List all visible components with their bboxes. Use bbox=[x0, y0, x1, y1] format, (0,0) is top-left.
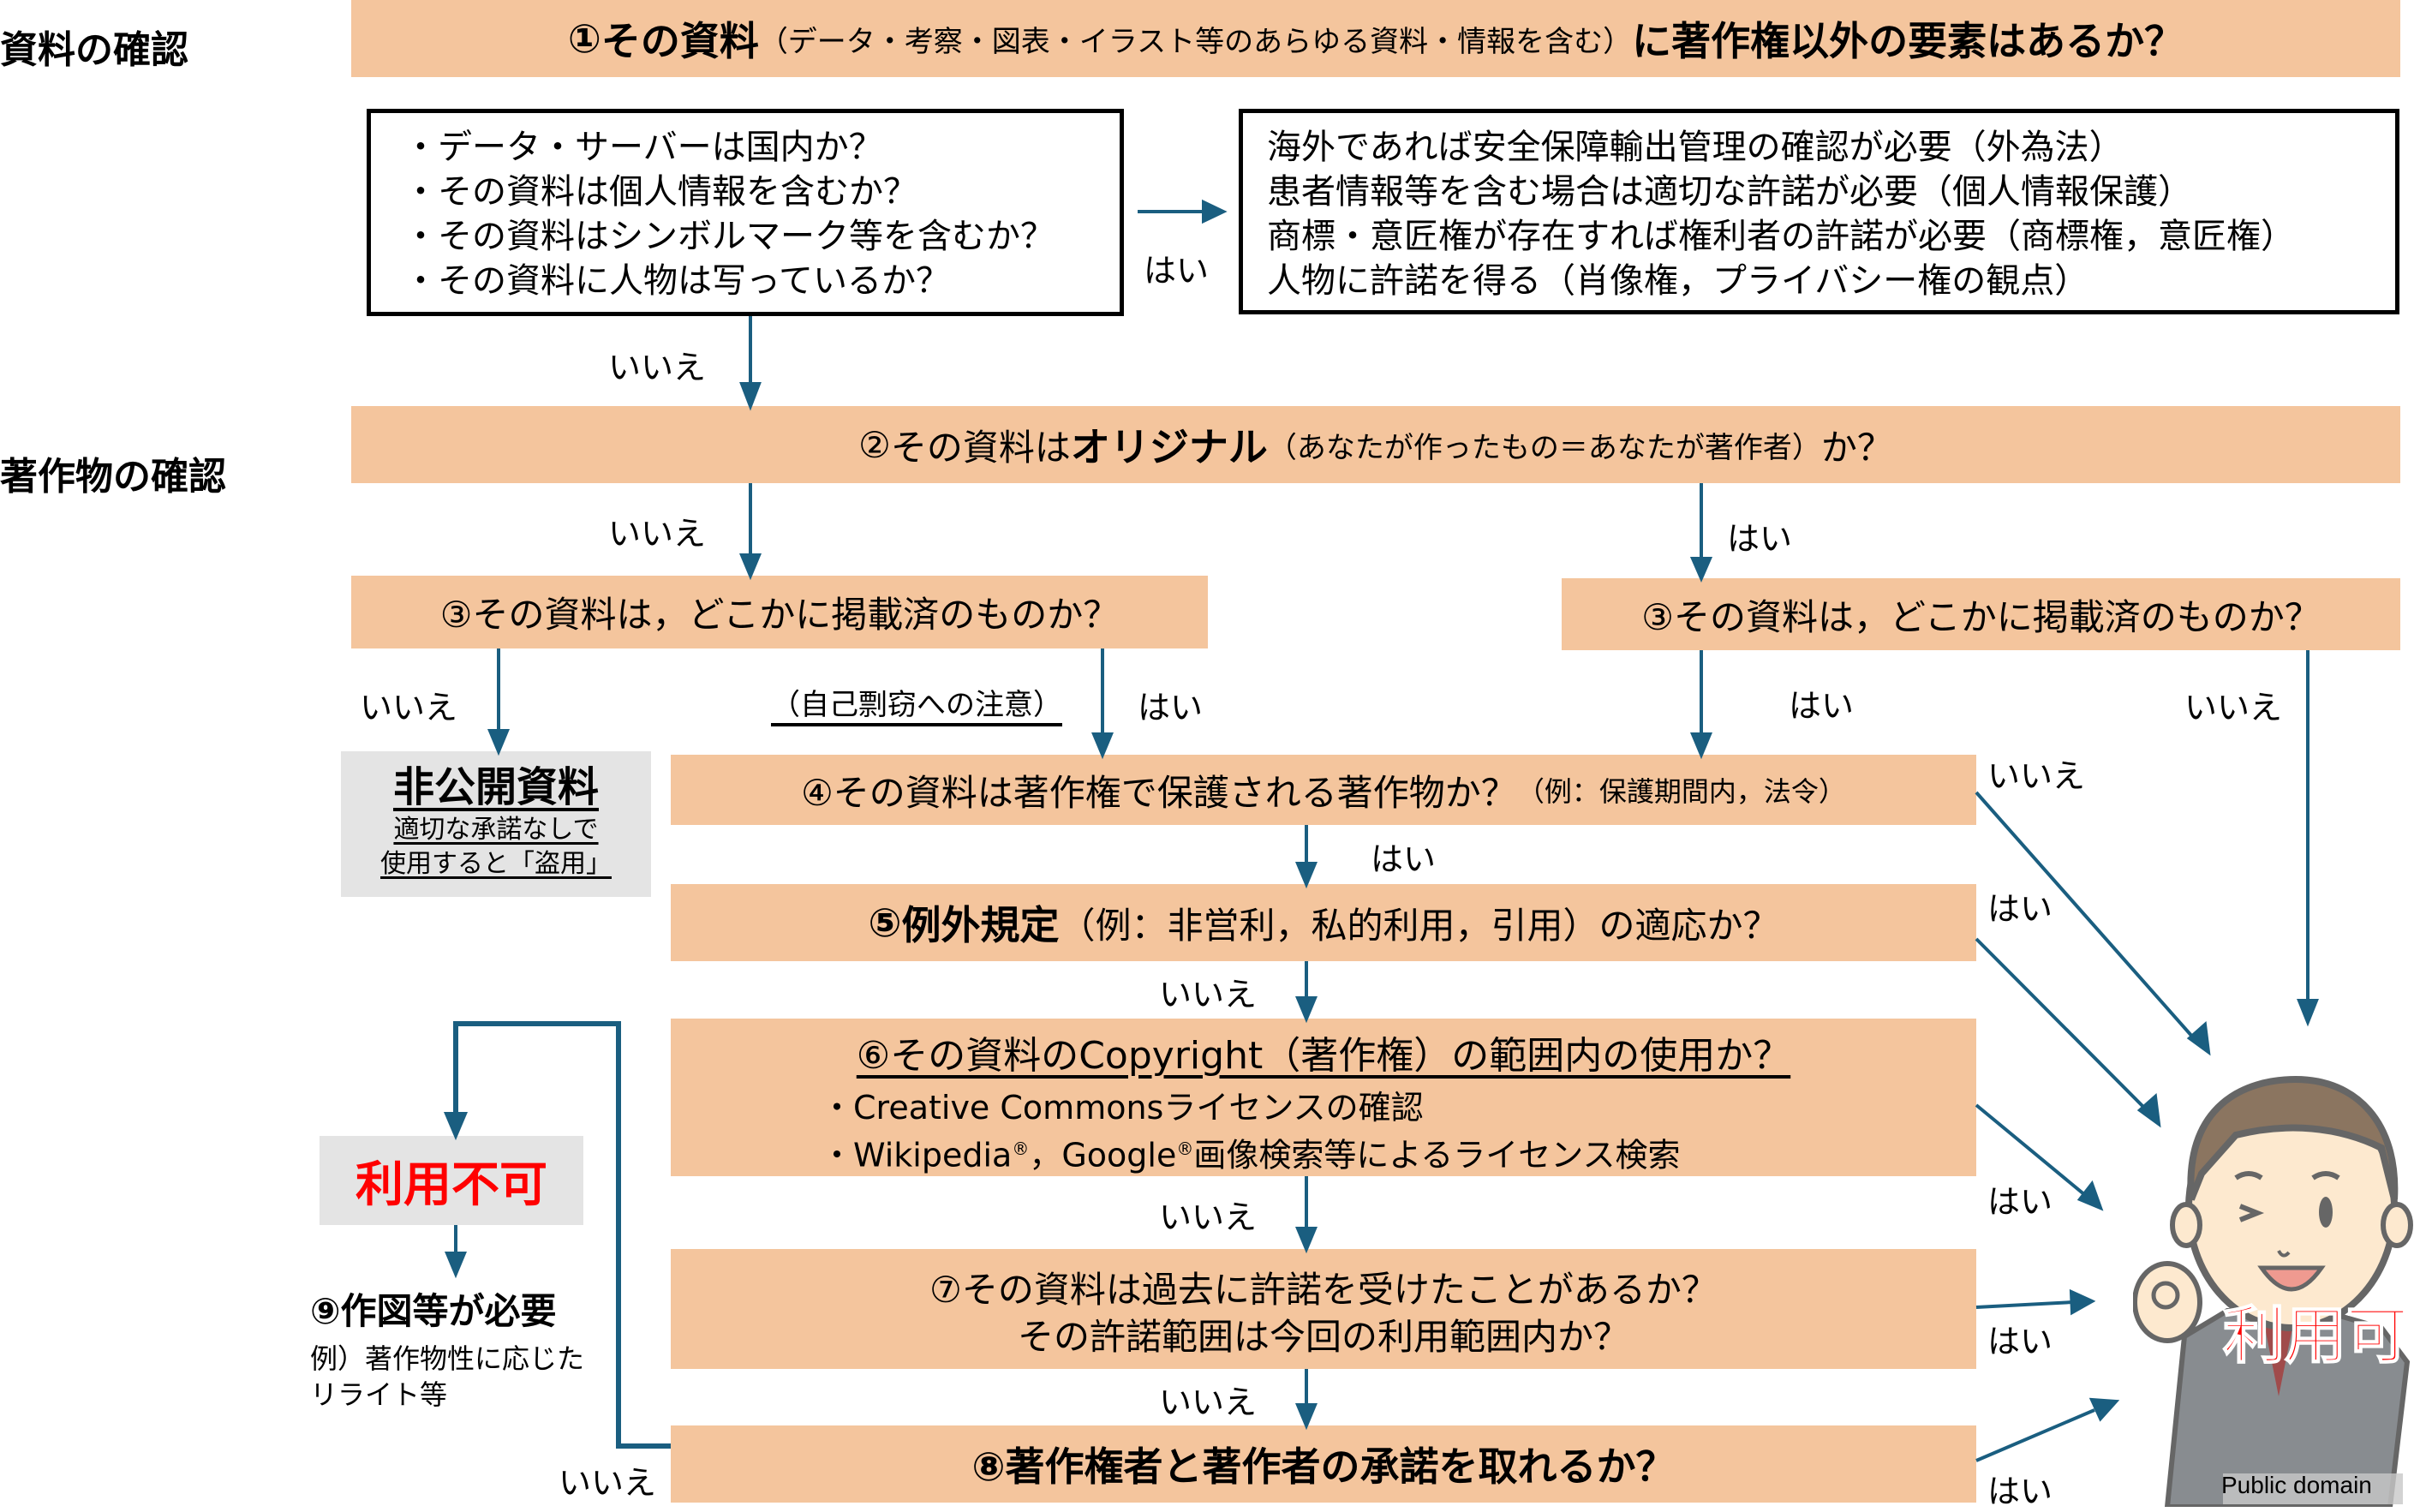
unpublished-line1: 適切な承諾なしで bbox=[393, 815, 599, 845]
unpublished-box: 非公開資料 適切な承諾なしで 使用すると「盗用」 bbox=[341, 751, 651, 897]
label-yes-q2: はい bbox=[1727, 520, 1793, 558]
q4-box: ④その資料は著作権で保護される著作物か？ （例：保護期間内，法令） bbox=[671, 755, 1976, 825]
section-label-material-check: 資料の確認 bbox=[0, 28, 188, 72]
q2-emph: オリジナル bbox=[1070, 424, 1268, 470]
label-no-q7: いいえ bbox=[1159, 1384, 1258, 1421]
q1-lead: その資料 bbox=[601, 18, 759, 64]
ok-person-illustration bbox=[2133, 1075, 2413, 1507]
q1-box: ① その資料 （データ・考察・図表・イラスト等のあらゆる資料・情報を含む） に著… bbox=[351, 0, 2400, 77]
q1-check-item: ・その資料に人物は写っているか？ bbox=[403, 261, 950, 301]
label-yes-q8: はい bbox=[1987, 1473, 2053, 1510]
q3-right-box: ③その資料は，どこかに掲載済のものか？ bbox=[1562, 578, 2400, 650]
q5-paren: （例：非営利，私的利用，引用） bbox=[1059, 904, 1599, 947]
q2-num: ② bbox=[858, 423, 891, 466]
label-no-q2: いいえ bbox=[608, 515, 707, 553]
q2-box: ② その資料は オリジナル （あなたが作ったもの＝あなたが著作者） か？ bbox=[351, 406, 2400, 483]
self-plagiarism-note: （自己剽窃への注意） bbox=[771, 688, 1062, 722]
label-no-q8: いいえ bbox=[559, 1464, 657, 1502]
q1-check-item: ・その資料は個人情報を含むか？ bbox=[403, 172, 917, 212]
q5-box: ⑤ 例外規定 （例：非営利，私的利用，引用） の適応か？ bbox=[671, 884, 1976, 961]
q7-line1: ⑦その資料は過去に許諾を受けたことがあるか？ bbox=[929, 1269, 1718, 1311]
not-usable-box: 利用不可 bbox=[320, 1136, 583, 1225]
q5-tail: の適応か？ bbox=[1598, 904, 1779, 947]
requirement-item: 人物に許諾を得る（肖像権，プライバシー権の観点） bbox=[1267, 261, 2089, 301]
public-domain-credit: Public domain bbox=[2221, 1472, 2372, 1498]
q8-box: ⑧著作権者と著作者の承諾を取れるか？ bbox=[671, 1425, 1976, 1503]
q1-check-item: ・データ・サーバーは国内か？ bbox=[403, 128, 883, 167]
q2-tail: か？ bbox=[1820, 426, 1893, 469]
q1-check-item: ・その資料はシンボルマーク等を含むか？ bbox=[403, 217, 1055, 256]
q1-requirements-box: 海外であれば安全保障輸出管理の確認が必要（外為法） 患者情報等を含む場合は適切な… bbox=[1239, 109, 2399, 314]
q6-bullet-search: ・Wikipedia®，Google®画像検索等によるライセンス検索 bbox=[821, 1136, 1681, 1174]
label-no-q1: いいえ bbox=[608, 349, 707, 386]
q3-left-box: ③その資料は，どこかに掲載済のものか？ bbox=[351, 576, 1208, 648]
q1-checklist-box: ・データ・サーバーは国内か？ ・その資料は個人情報を含むか？ ・その資料はシンボ… bbox=[367, 109, 1124, 316]
requirement-item: 海外であれば安全保障輸出管理の確認が必要（外為法） bbox=[1267, 128, 2124, 167]
label-yes-q3-right: はい bbox=[1789, 687, 1855, 725]
q7-line2: その許諾範囲は今回の利用範囲内か？ bbox=[1017, 1316, 1629, 1358]
label-yes-q3-left: はい bbox=[1138, 689, 1204, 726]
requirement-item: 患者情報等を含む場合は適切な許諾が必要（個人情報保護） bbox=[1267, 172, 2192, 212]
label-yes-q1: はい bbox=[1144, 252, 1210, 290]
label-yes-q4: はい bbox=[1371, 840, 1437, 878]
q1-paren: （データ・考察・図表・イラスト等のあらゆる資料・情報を含む） bbox=[758, 24, 1633, 59]
q1-tail: に著作権以外の要素はあるか？ bbox=[1632, 18, 2184, 64]
q6-bullet-cc: ・Creative Commonsライセンスの確認 bbox=[821, 1089, 1424, 1127]
q1-num: ① bbox=[567, 15, 601, 62]
section-label-work-check: 著作物の確認 bbox=[0, 455, 226, 499]
q4-paren: （例：保護期間内，法令） bbox=[1516, 775, 1846, 808]
requirement-item: 商標・意匠権が存在すれば権利者の許諾が必要（商標権，意匠権） bbox=[1267, 217, 2295, 256]
label-no-q3-left: いいえ bbox=[360, 689, 458, 726]
q4-main: ④その資料は著作権で保護される著作物か？ bbox=[801, 771, 1517, 814]
q7-box: ⑦その資料は過去に許諾を受けたことがあるか？ その許諾範囲は今回の利用範囲内か？ bbox=[671, 1249, 1976, 1369]
q5-num: ⑤ bbox=[868, 899, 902, 946]
unpublished-line2: 使用すると「盗用」 bbox=[380, 849, 612, 879]
label-yes-q5: はい bbox=[1987, 890, 2053, 928]
usable-label: 利用可 bbox=[2222, 1299, 2409, 1372]
label-yes-q7: はい bbox=[1987, 1323, 2053, 1360]
label-yes-q6: はい bbox=[1987, 1183, 2053, 1221]
not-usable-label: 利用不可 bbox=[356, 1156, 547, 1213]
q2-paren: （あなたが作ったもの＝あなたが著作者） bbox=[1267, 430, 1821, 465]
q2-lead: その資料は bbox=[890, 426, 1071, 469]
label-no-q4: いいえ bbox=[1987, 757, 2086, 795]
q6-title: ⑥その資料のCopyright（著作権）の範囲内の使用か？ bbox=[856, 1034, 1791, 1078]
q9-example: 例）著作物性に応じた リライト等 bbox=[310, 1342, 585, 1411]
q6-box: ⑥その資料のCopyright（著作権）の範囲内の使用か？ ・Creative … bbox=[671, 1019, 1976, 1176]
unpublished-title: 非公開資料 bbox=[392, 763, 599, 811]
q9-title: ⑨作図等が必要 bbox=[310, 1290, 557, 1332]
label-no-q6: いいえ bbox=[1159, 1198, 1258, 1236]
q5-lead: 例外規定 bbox=[901, 902, 1060, 948]
label-no-q5: いいえ bbox=[1159, 976, 1258, 1013]
label-no-q3-right: いいえ bbox=[2184, 689, 2283, 726]
